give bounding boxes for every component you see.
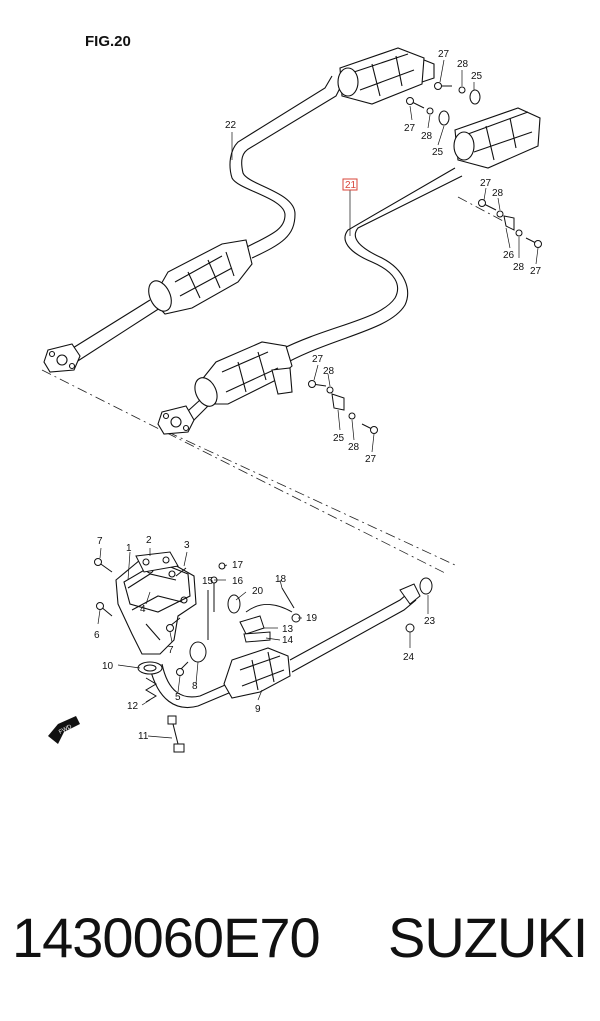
callout-27d: 27 <box>530 266 542 277</box>
callout-19: 19 <box>306 613 318 624</box>
callout-28c: 28 <box>492 188 504 199</box>
callout-6: 6 <box>94 630 100 641</box>
callout-18: 18 <box>275 574 287 585</box>
callout-27a: 27 <box>438 49 450 60</box>
callout-27b: 27 <box>404 123 416 134</box>
figure-title: FIG.20 <box>85 33 131 50</box>
callout-17: 17 <box>232 560 244 571</box>
callout-11: 11 <box>138 731 149 742</box>
catalytic-converter-lower <box>177 341 293 429</box>
callout-7a: 7 <box>97 536 103 547</box>
callout-10: 10 <box>102 661 114 672</box>
callout-26: 26 <box>503 250 515 261</box>
brand-name: SUZUKI <box>388 906 588 969</box>
callout-9: 9 <box>255 704 261 715</box>
pipe-22 <box>59 75 343 367</box>
callout-3: 3 <box>184 540 190 551</box>
leader-lines-lower <box>97 547 429 739</box>
callout-8: 8 <box>192 681 198 692</box>
callout-16: 16 <box>232 576 244 587</box>
callout-labels: 22 21 27 28 25 27 28 25 27 28 26 28 27 2… <box>94 49 542 742</box>
callout-4: 4 <box>140 604 146 615</box>
callout-28e: 28 <box>323 366 335 377</box>
callout-27f: 27 <box>365 454 377 465</box>
callout-15: 15 <box>202 576 214 587</box>
exhaust-system-diagram: FIG.20 <box>41 33 542 753</box>
callout-1: 1 <box>126 543 132 554</box>
fwd-arrow-icon: FWD <box>48 716 80 744</box>
callout-24: 24 <box>403 652 415 663</box>
pipe-21 <box>279 167 463 363</box>
callout-27e: 27 <box>312 354 324 365</box>
callout-2: 2 <box>146 535 152 546</box>
flange-lower <box>157 405 195 435</box>
rear-flange <box>399 577 433 633</box>
hanger-hardware-upper <box>308 82 542 434</box>
callout-5: 5 <box>175 692 181 703</box>
callout-28f: 28 <box>348 442 360 453</box>
highlight-box-21 <box>342 178 358 191</box>
callout-21: 21 <box>345 180 357 191</box>
footer <box>0 850 600 1021</box>
exhaust-manifold <box>115 559 197 655</box>
muffler-lower <box>453 107 541 169</box>
callout-25c: 25 <box>333 433 345 444</box>
callout-20: 20 <box>252 586 264 597</box>
callout-25b: 25 <box>432 147 444 158</box>
callout-7b: 7 <box>168 645 174 656</box>
callout-28b: 28 <box>421 131 433 142</box>
part-number: 1430060E70 <box>12 906 321 969</box>
callout-28d: 28 <box>513 262 525 273</box>
flange-upper <box>43 343 81 373</box>
callout-25a: 25 <box>471 71 483 82</box>
callout-14: 14 <box>282 635 294 646</box>
callout-12: 12 <box>127 701 139 712</box>
manifold-gasket <box>135 551 179 573</box>
assembly-guide-lines <box>41 196 506 574</box>
callout-28a: 28 <box>457 59 469 70</box>
catalytic-converter-upper <box>148 239 253 315</box>
callout-22: 22 <box>225 120 237 131</box>
manifold-bolts <box>94 558 189 676</box>
muffler-upper <box>337 47 435 105</box>
leader-lines-upper <box>231 59 539 453</box>
callout-27c: 27 <box>480 178 492 189</box>
callout-13: 13 <box>282 624 294 635</box>
callout-23: 23 <box>424 616 436 627</box>
